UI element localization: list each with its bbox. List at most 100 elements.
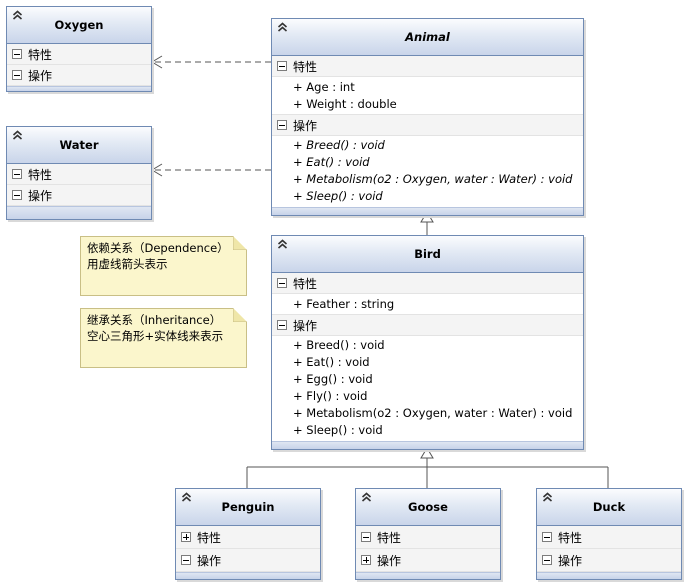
collapse-minus-icon[interactable] bbox=[542, 532, 552, 542]
attribute-list: + Feather : string bbox=[272, 294, 583, 314]
operations-section[interactable]: 操作 bbox=[356, 549, 500, 572]
class-name: Goose bbox=[408, 500, 448, 514]
collapse-minus-icon[interactable] bbox=[277, 320, 287, 330]
operations-section[interactable]: 操作 bbox=[7, 185, 151, 206]
class-name: Bird bbox=[414, 247, 441, 261]
operations-label: 操作 bbox=[377, 553, 402, 568]
collapse-minus-icon[interactable] bbox=[361, 532, 371, 542]
attribute-item[interactable]: + Age : int bbox=[293, 80, 355, 94]
attribute-list: + Age : int + Weight : double bbox=[272, 77, 583, 114]
class-duck[interactable]: Duck 特性 操作 bbox=[536, 488, 682, 580]
attributes-section[interactable]: 特性 bbox=[356, 526, 500, 549]
collapse-chevron-icon[interactable] bbox=[11, 129, 24, 142]
class-footer bbox=[272, 207, 583, 215]
attributes-section[interactable]: 特性 bbox=[7, 164, 151, 185]
operations-label: 操作 bbox=[558, 553, 583, 568]
attribute-item[interactable]: + Weight : double bbox=[293, 97, 397, 111]
operation-item[interactable]: + Breed() : void bbox=[293, 338, 385, 352]
generalization-bird-animal bbox=[420, 211, 434, 235]
collapse-chevron-icon[interactable] bbox=[541, 491, 554, 504]
class-header[interactable]: Goose bbox=[356, 489, 500, 526]
operations-section[interactable]: 操作 bbox=[537, 549, 681, 572]
collapse-minus-icon[interactable] bbox=[181, 555, 191, 565]
class-header[interactable]: Water bbox=[7, 127, 151, 164]
operation-item[interactable]: + Metabolism(o2 : Oxygen, water : Water)… bbox=[293, 172, 573, 186]
attributes-label: 特性 bbox=[28, 167, 53, 182]
attributes-label: 特性 bbox=[377, 530, 402, 545]
expand-plus-icon[interactable] bbox=[361, 555, 371, 565]
operations-label: 操作 bbox=[293, 118, 318, 133]
dependency-animal-oxygen bbox=[151, 55, 271, 69]
note-fold-corner-icon bbox=[233, 236, 247, 250]
class-name: Oxygen bbox=[54, 18, 104, 32]
collapse-chevron-icon[interactable] bbox=[11, 9, 24, 22]
class-penguin[interactable]: Penguin 特性 操作 bbox=[175, 488, 321, 580]
operations-label: 操作 bbox=[28, 188, 53, 203]
expand-plus-icon[interactable] bbox=[181, 532, 191, 542]
collapse-minus-icon[interactable] bbox=[12, 70, 22, 80]
class-header[interactable]: Duck bbox=[537, 489, 681, 526]
attributes-section[interactable]: 特性 bbox=[176, 526, 320, 549]
class-oxygen[interactable]: Oxygen 特性 操作 bbox=[6, 6, 152, 92]
collapse-chevron-icon[interactable] bbox=[276, 238, 289, 251]
collapse-minus-icon[interactable] bbox=[277, 120, 287, 130]
note-inheritance[interactable]: 继承关系（Inheritance） 空心三角形+实体线来表示 bbox=[80, 308, 247, 368]
operations-label: 操作 bbox=[197, 553, 222, 568]
operations-section[interactable]: 操作 bbox=[176, 549, 320, 572]
operations-section[interactable]: 操作 bbox=[7, 65, 151, 86]
collapse-chevron-icon[interactable] bbox=[276, 21, 289, 34]
note-text-line: 依赖关系（Dependence） bbox=[87, 241, 229, 255]
operations-label: 操作 bbox=[28, 68, 53, 83]
collapse-chevron-icon[interactable] bbox=[180, 491, 193, 504]
attributes-section[interactable]: 特性 bbox=[537, 526, 681, 549]
class-bird[interactable]: Bird 特性 + Feather : string 操作 + Breed() … bbox=[271, 235, 584, 450]
attributes-label: 特性 bbox=[197, 530, 222, 545]
operations-section[interactable]: 操作 bbox=[272, 314, 583, 336]
operation-item[interactable]: + Metabolism(o2 : Oxygen, water : Water)… bbox=[293, 406, 573, 420]
attributes-section[interactable]: 特性 bbox=[7, 44, 151, 65]
class-footer bbox=[356, 572, 500, 579]
operation-item[interactable]: + Sleep() : void bbox=[293, 423, 383, 437]
operation-list: + Breed() : void + Eat() : void + Metabo… bbox=[272, 136, 583, 207]
attributes-section[interactable]: 特性 bbox=[272, 273, 583, 294]
attributes-label: 特性 bbox=[28, 47, 53, 62]
operations-label: 操作 bbox=[293, 318, 318, 333]
operations-section[interactable]: 操作 bbox=[272, 114, 583, 136]
operation-item[interactable]: + Sleep() : void bbox=[293, 189, 383, 203]
class-header[interactable]: Animal bbox=[272, 19, 583, 56]
operation-item[interactable]: + Breed() : void bbox=[293, 138, 385, 152]
operation-item[interactable]: + Eat() : void bbox=[293, 155, 370, 169]
collapse-minus-icon[interactable] bbox=[12, 49, 22, 59]
operation-item[interactable]: + Eat() : void bbox=[293, 355, 370, 369]
class-footer bbox=[7, 206, 151, 219]
attributes-section[interactable]: 特性 bbox=[272, 56, 583, 77]
class-footer bbox=[7, 86, 151, 91]
operation-item[interactable]: + Fly() : void bbox=[293, 389, 368, 403]
collapse-minus-icon[interactable] bbox=[277, 278, 287, 288]
class-name: Penguin bbox=[221, 500, 275, 514]
operation-item[interactable]: + Egg() : void bbox=[293, 372, 373, 386]
attributes-label: 特性 bbox=[293, 59, 318, 74]
collapse-minus-icon[interactable] bbox=[277, 61, 287, 71]
class-water[interactable]: Water 特性 操作 bbox=[6, 126, 152, 220]
class-name: Animal bbox=[405, 30, 450, 44]
class-footer bbox=[537, 572, 681, 579]
note-dependence[interactable]: 依赖关系（Dependence） 用虚线箭头表示 bbox=[80, 236, 247, 296]
class-header[interactable]: Oxygen bbox=[7, 7, 151, 44]
class-header[interactable]: Penguin bbox=[176, 489, 320, 526]
collapse-chevron-icon[interactable] bbox=[360, 491, 373, 504]
note-fold-corner-icon bbox=[233, 308, 247, 322]
collapse-minus-icon[interactable] bbox=[12, 190, 22, 200]
note-text-line: 用虚线箭头表示 bbox=[87, 257, 168, 271]
attribute-item[interactable]: + Feather : string bbox=[293, 297, 395, 311]
collapse-minus-icon[interactable] bbox=[12, 169, 22, 179]
class-animal[interactable]: Animal 特性 + Age : int + Weight : double … bbox=[271, 18, 584, 216]
class-goose[interactable]: Goose 特性 操作 bbox=[355, 488, 501, 580]
collapse-minus-icon[interactable] bbox=[542, 555, 552, 565]
class-header[interactable]: Bird bbox=[272, 236, 583, 273]
dependency-animal-water bbox=[151, 163, 271, 177]
attributes-label: 特性 bbox=[293, 276, 318, 291]
note-text-line: 空心三角形+实体线来表示 bbox=[87, 329, 224, 343]
class-footer bbox=[272, 441, 583, 449]
